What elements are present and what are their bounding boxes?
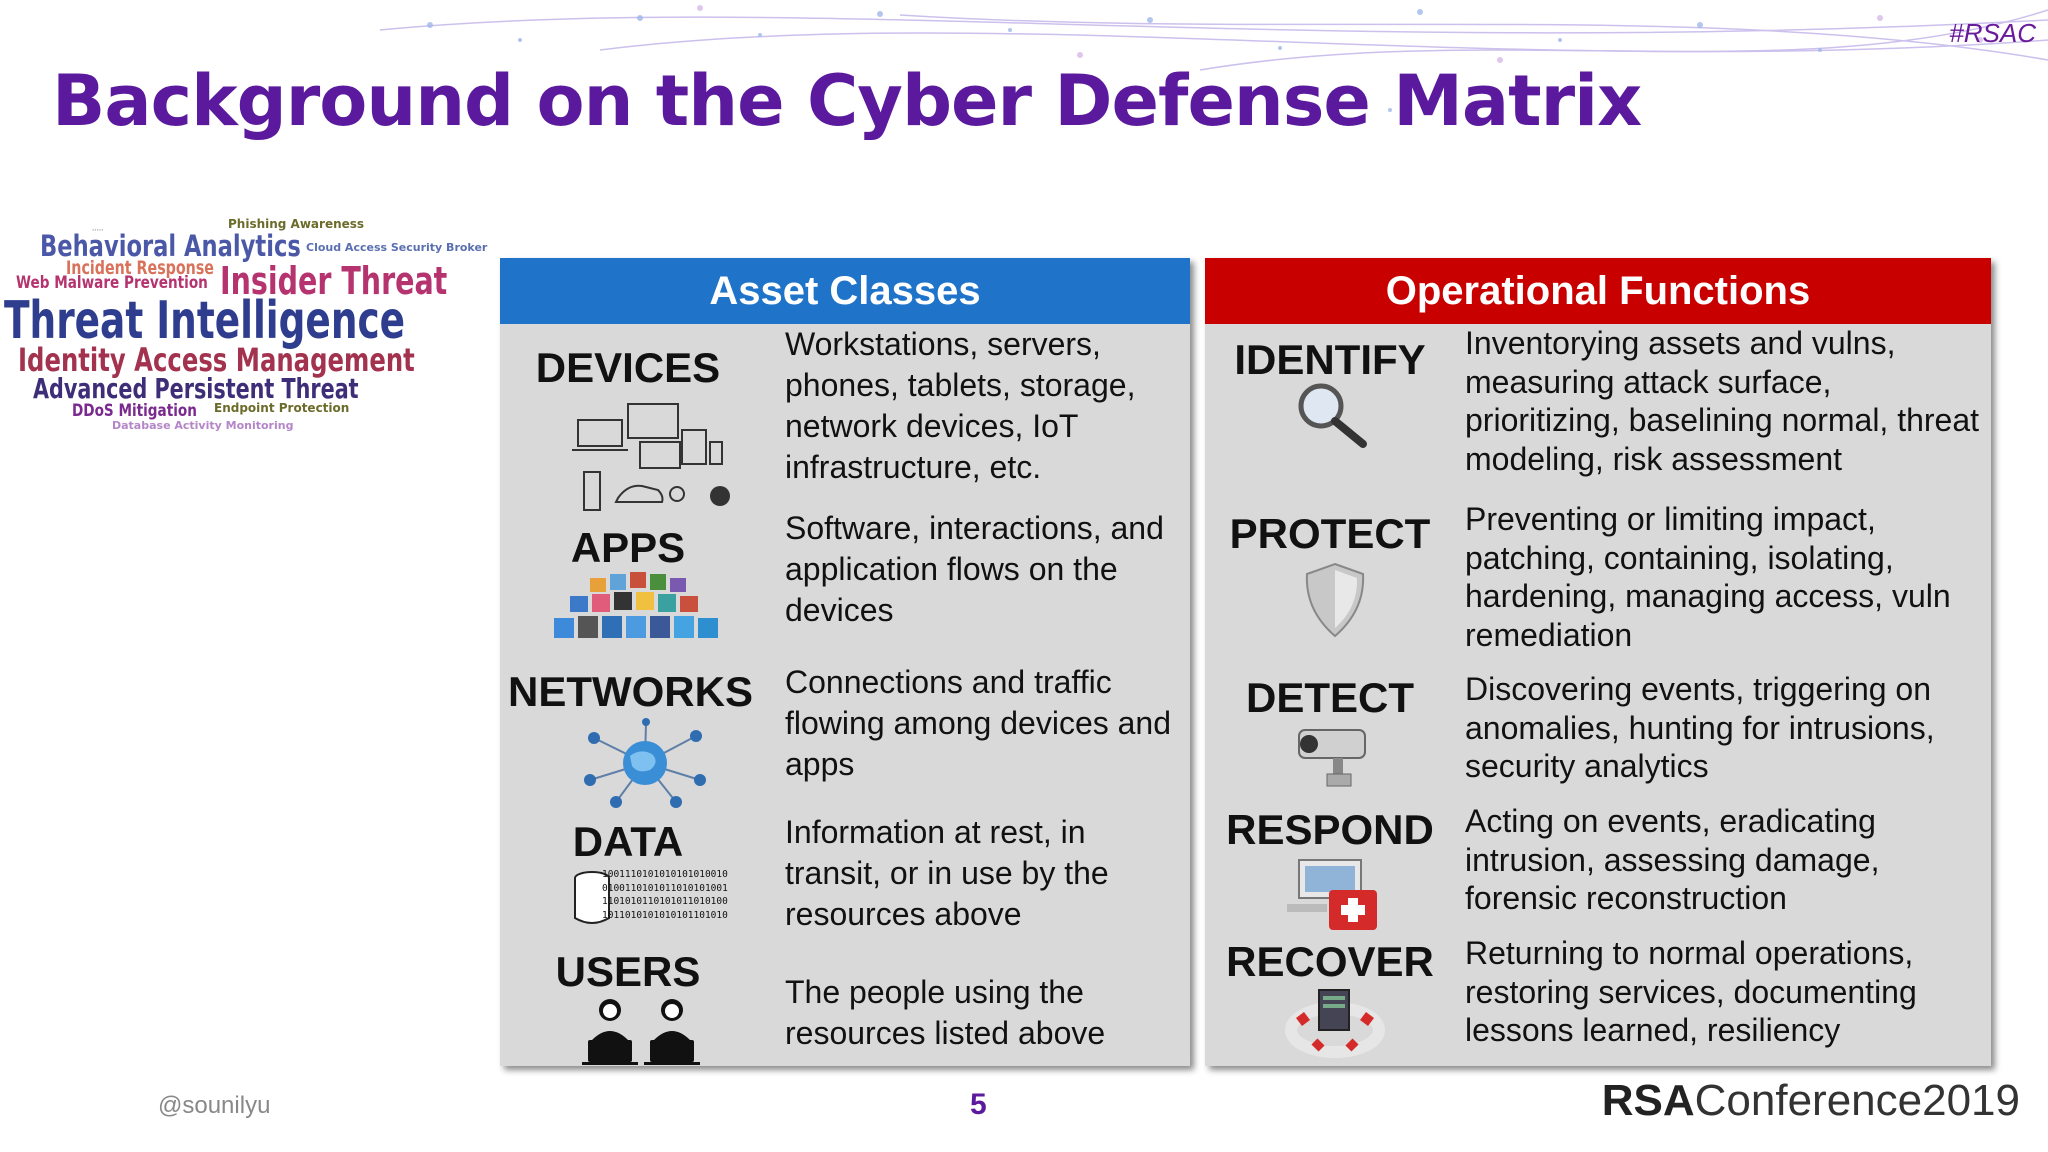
operational-functions-panel: Operational Functions IDENTIFY Inventory… (1205, 258, 1991, 1066)
shield-icon (1305, 562, 1365, 638)
asset-desc: Connections and traffic flowing among de… (785, 664, 1172, 782)
lifebuoy-icon (1285, 989, 1385, 1058)
database-icon (574, 871, 610, 924)
asset-classes-panel: Asset Classes DEVICES Workstations, serv… (500, 258, 1190, 1066)
function-label: IDENTIFY (1234, 336, 1426, 383)
function-desc: Preventing or limiting impact, patching,… (1465, 501, 1951, 653)
function-label: DETECT (1246, 674, 1414, 721)
cloud-word: Cloud Access Security Broker (306, 241, 488, 254)
asset-desc: Information at rest, in transit, or in u… (785, 814, 1109, 932)
cloud-word: Phishing Awareness (228, 217, 365, 231)
cloud-word: DDoS Mitigation (72, 401, 197, 421)
devices-icon (572, 403, 730, 511)
users-icon (582, 999, 700, 1065)
asset-label: NETWORKS (508, 668, 753, 715)
asset-label: USERS (555, 948, 701, 995)
hashtag: #RSAC (1949, 18, 2036, 48)
asset-desc: Workstations, servers, phones, tablets, … (785, 326, 1136, 485)
network-globe-icon (584, 718, 706, 808)
function-desc: Returning to normal operations, restorin… (1465, 935, 1917, 1048)
function-label: RECOVER (1226, 938, 1434, 985)
asset-label: DEVICES (535, 344, 721, 391)
first-aid-computer-icon (1287, 859, 1377, 930)
page-number: 5 (970, 1088, 987, 1121)
asset-desc: The people using the resources listed ab… (785, 974, 1106, 1051)
cloud-word: Endpoint Protection (214, 401, 350, 415)
author-handle: @sounilyu (158, 1092, 271, 1119)
decorative-swoosh (379, 5, 2048, 122)
cloud-word: Behavioral Analytics (40, 229, 301, 263)
magnifier-icon (1298, 383, 1367, 448)
slide-title: Background on the Cyber Defense Matrix (52, 60, 1642, 142)
function-desc: Acting on events, eradicating intrusion,… (1465, 803, 1880, 916)
function-label: RESPOND (1226, 806, 1434, 853)
asset-label: APPS (570, 524, 686, 571)
asset-label: DATA (572, 818, 684, 865)
cloud-word: Identity Access Management (18, 341, 415, 379)
cloud-word-small: ····· (92, 227, 104, 234)
cloud-word: Advanced Persistent Threat (33, 372, 359, 405)
function-desc: Discovering events, triggering on anomal… (1465, 671, 1935, 784)
cloud-word: Database Activity Monitoring (112, 419, 294, 432)
function-desc: Inventorying assets and vulns, measuring… (1465, 325, 1980, 477)
function-label: PROTECT (1229, 510, 1431, 557)
cloud-word: Web Malware Prevention (16, 273, 208, 293)
cloud-word: Insider Threat (220, 259, 448, 303)
asset-desc: Software, interactions, and application … (785, 510, 1164, 628)
apps-icon (554, 572, 718, 638)
conference-logo: RSAConference2019 (1601, 1076, 2020, 1125)
security-word-cloud: Phishing Awareness ····· Behavioral Anal… (0, 215, 487, 432)
camera-icon (1298, 729, 1366, 787)
cloud-word: Threat Intelligence (4, 291, 406, 351)
operational-functions-header: Operational Functions (1205, 258, 1991, 324)
binary-digits: 1001110101010101010010 01001101010110101… (602, 869, 728, 921)
asset-classes-header: Asset Classes (500, 258, 1190, 324)
cloud-word: Incident Response (66, 257, 214, 279)
